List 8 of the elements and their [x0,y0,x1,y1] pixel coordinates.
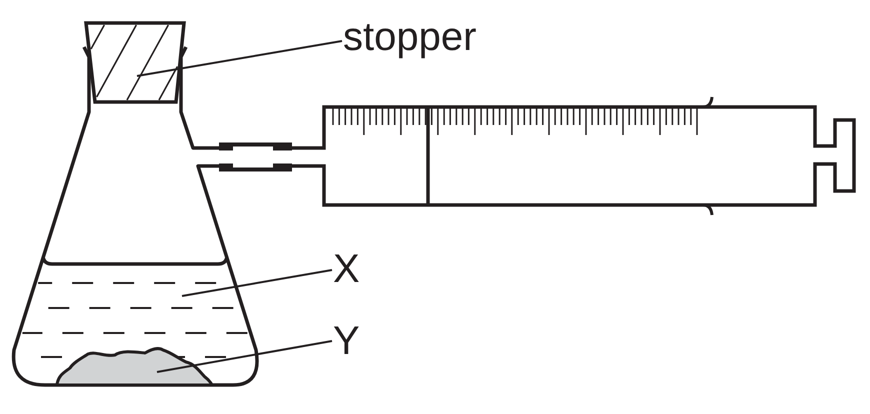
leader-line [156,340,332,373]
solid-sample [56,347,214,386]
part-label: Y [333,321,360,361]
liquid-layer [21,256,248,358]
part-label: X [333,249,360,289]
part-label: stopper [343,17,476,57]
stopper [84,21,186,104]
leader-line [182,269,332,297]
